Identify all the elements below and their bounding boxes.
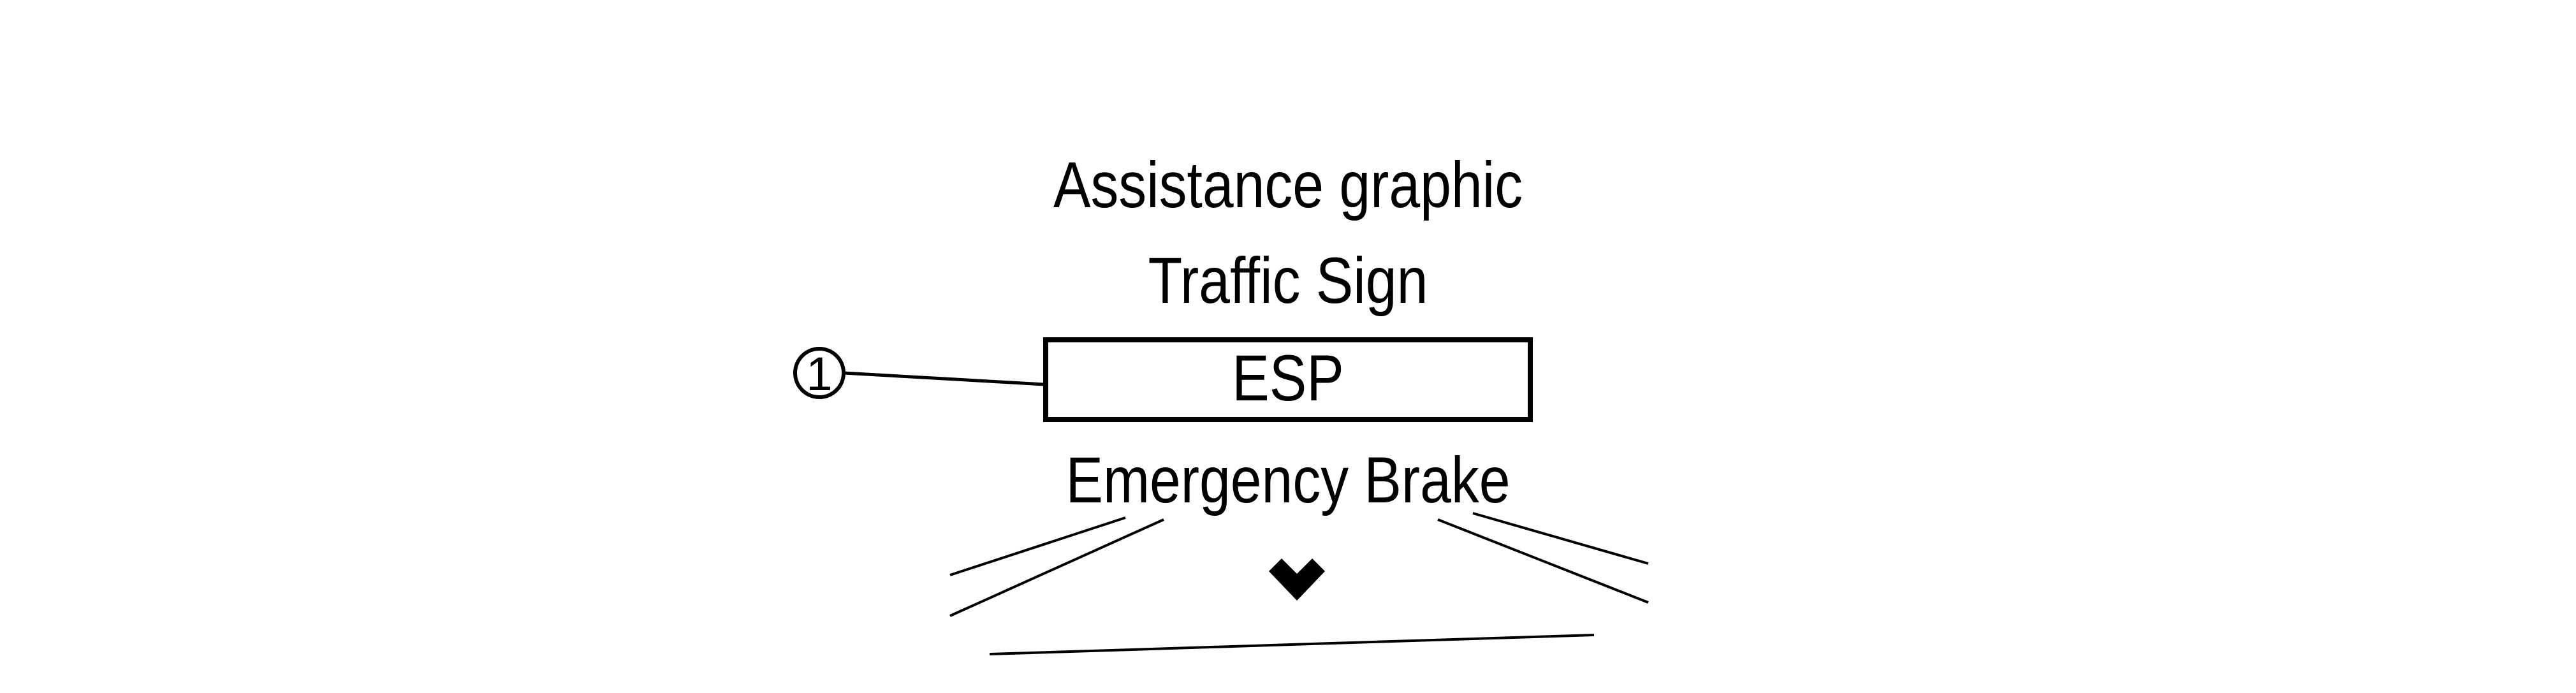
menu-item-traffic-sign: Traffic Sign bbox=[1148, 245, 1428, 317]
menu-item-assistance-graphic: Assistance graphic bbox=[1053, 149, 1523, 222]
perspective-line-left-upper bbox=[949, 516, 1126, 576]
bottom-baseline bbox=[989, 634, 1595, 655]
perspective-line-left-lower bbox=[949, 518, 1164, 617]
perspective-line-right-upper bbox=[1472, 512, 1649, 565]
callout-leader-line bbox=[843, 371, 1045, 386]
perspective-line-right-lower bbox=[1437, 518, 1649, 604]
selection-highlight-box bbox=[1043, 337, 1533, 422]
menu-item-emergency-brake: Emergency Brake bbox=[1065, 444, 1510, 517]
chevron-down-icon[interactable] bbox=[1269, 558, 1325, 601]
menu-item-esp[interactable]: ESP bbox=[1232, 342, 1343, 415]
callout-number: 1 bbox=[806, 347, 832, 400]
callout-marker: 1 bbox=[793, 347, 1045, 400]
